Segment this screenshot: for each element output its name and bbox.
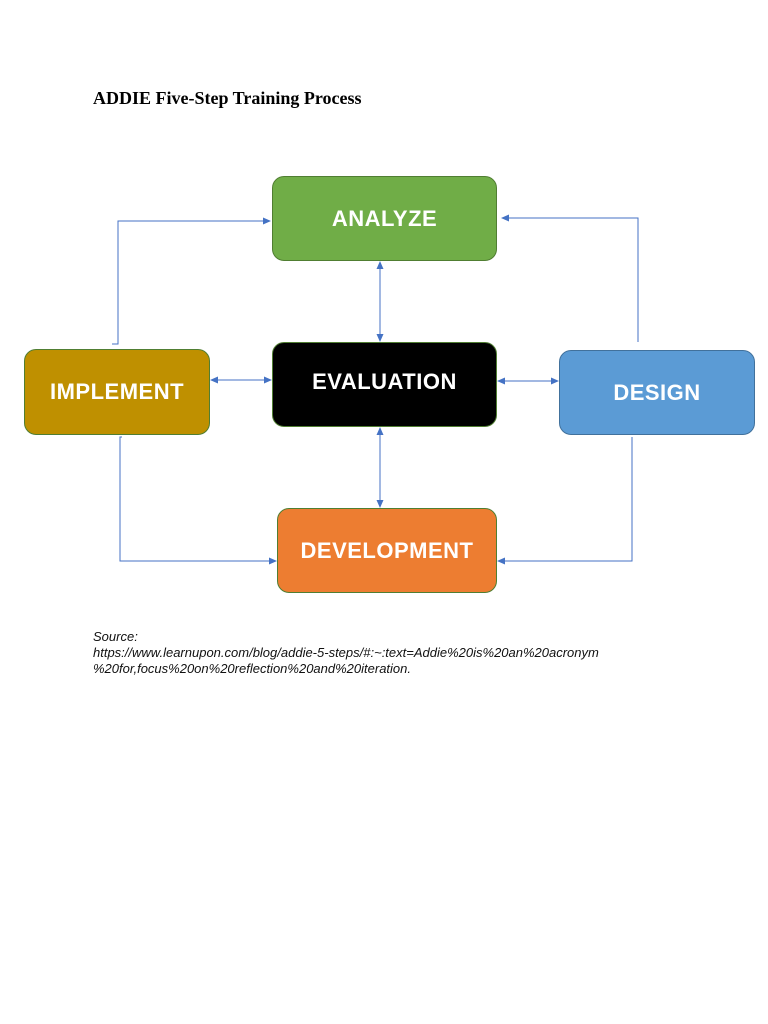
source-url-line-2: %20for,focus%20on%20reflection%20and%20i… — [93, 661, 411, 676]
node-design-label: DESIGN — [613, 379, 701, 405]
arrow-design-to-analyze — [501, 214, 639, 342]
node-implement-label: IMPLEMENT — [49, 379, 185, 404]
node-development: DEVELOPMENT — [277, 508, 497, 593]
node-analyze-label: ANALYZE — [331, 205, 438, 231]
arrow-implement-to-analyze — [112, 217, 271, 345]
node-design: DESIGN — [559, 350, 755, 435]
source-url-line-1: https://www.learnupon.com/blog/addie-5-s… — [93, 645, 599, 660]
arrow-design-to-development — [497, 437, 633, 565]
node-evaluation: EVALUATION — [272, 342, 497, 427]
node-implement: IMPLEMENT — [24, 349, 210, 435]
arrow-implement-to-development — [119, 436, 277, 565]
document-title: ADDIE Five-Step Training Process — [93, 88, 362, 108]
node-analyze: ANALYZE — [272, 176, 497, 261]
node-development-label: DEVELOPMENT — [300, 537, 474, 563]
source-citation: Source: https://www.learnupon.com/blog/a… — [93, 629, 693, 677]
node-evaluation-label: EVALUATION — [312, 368, 457, 394]
source-label: Source: — [93, 629, 138, 644]
